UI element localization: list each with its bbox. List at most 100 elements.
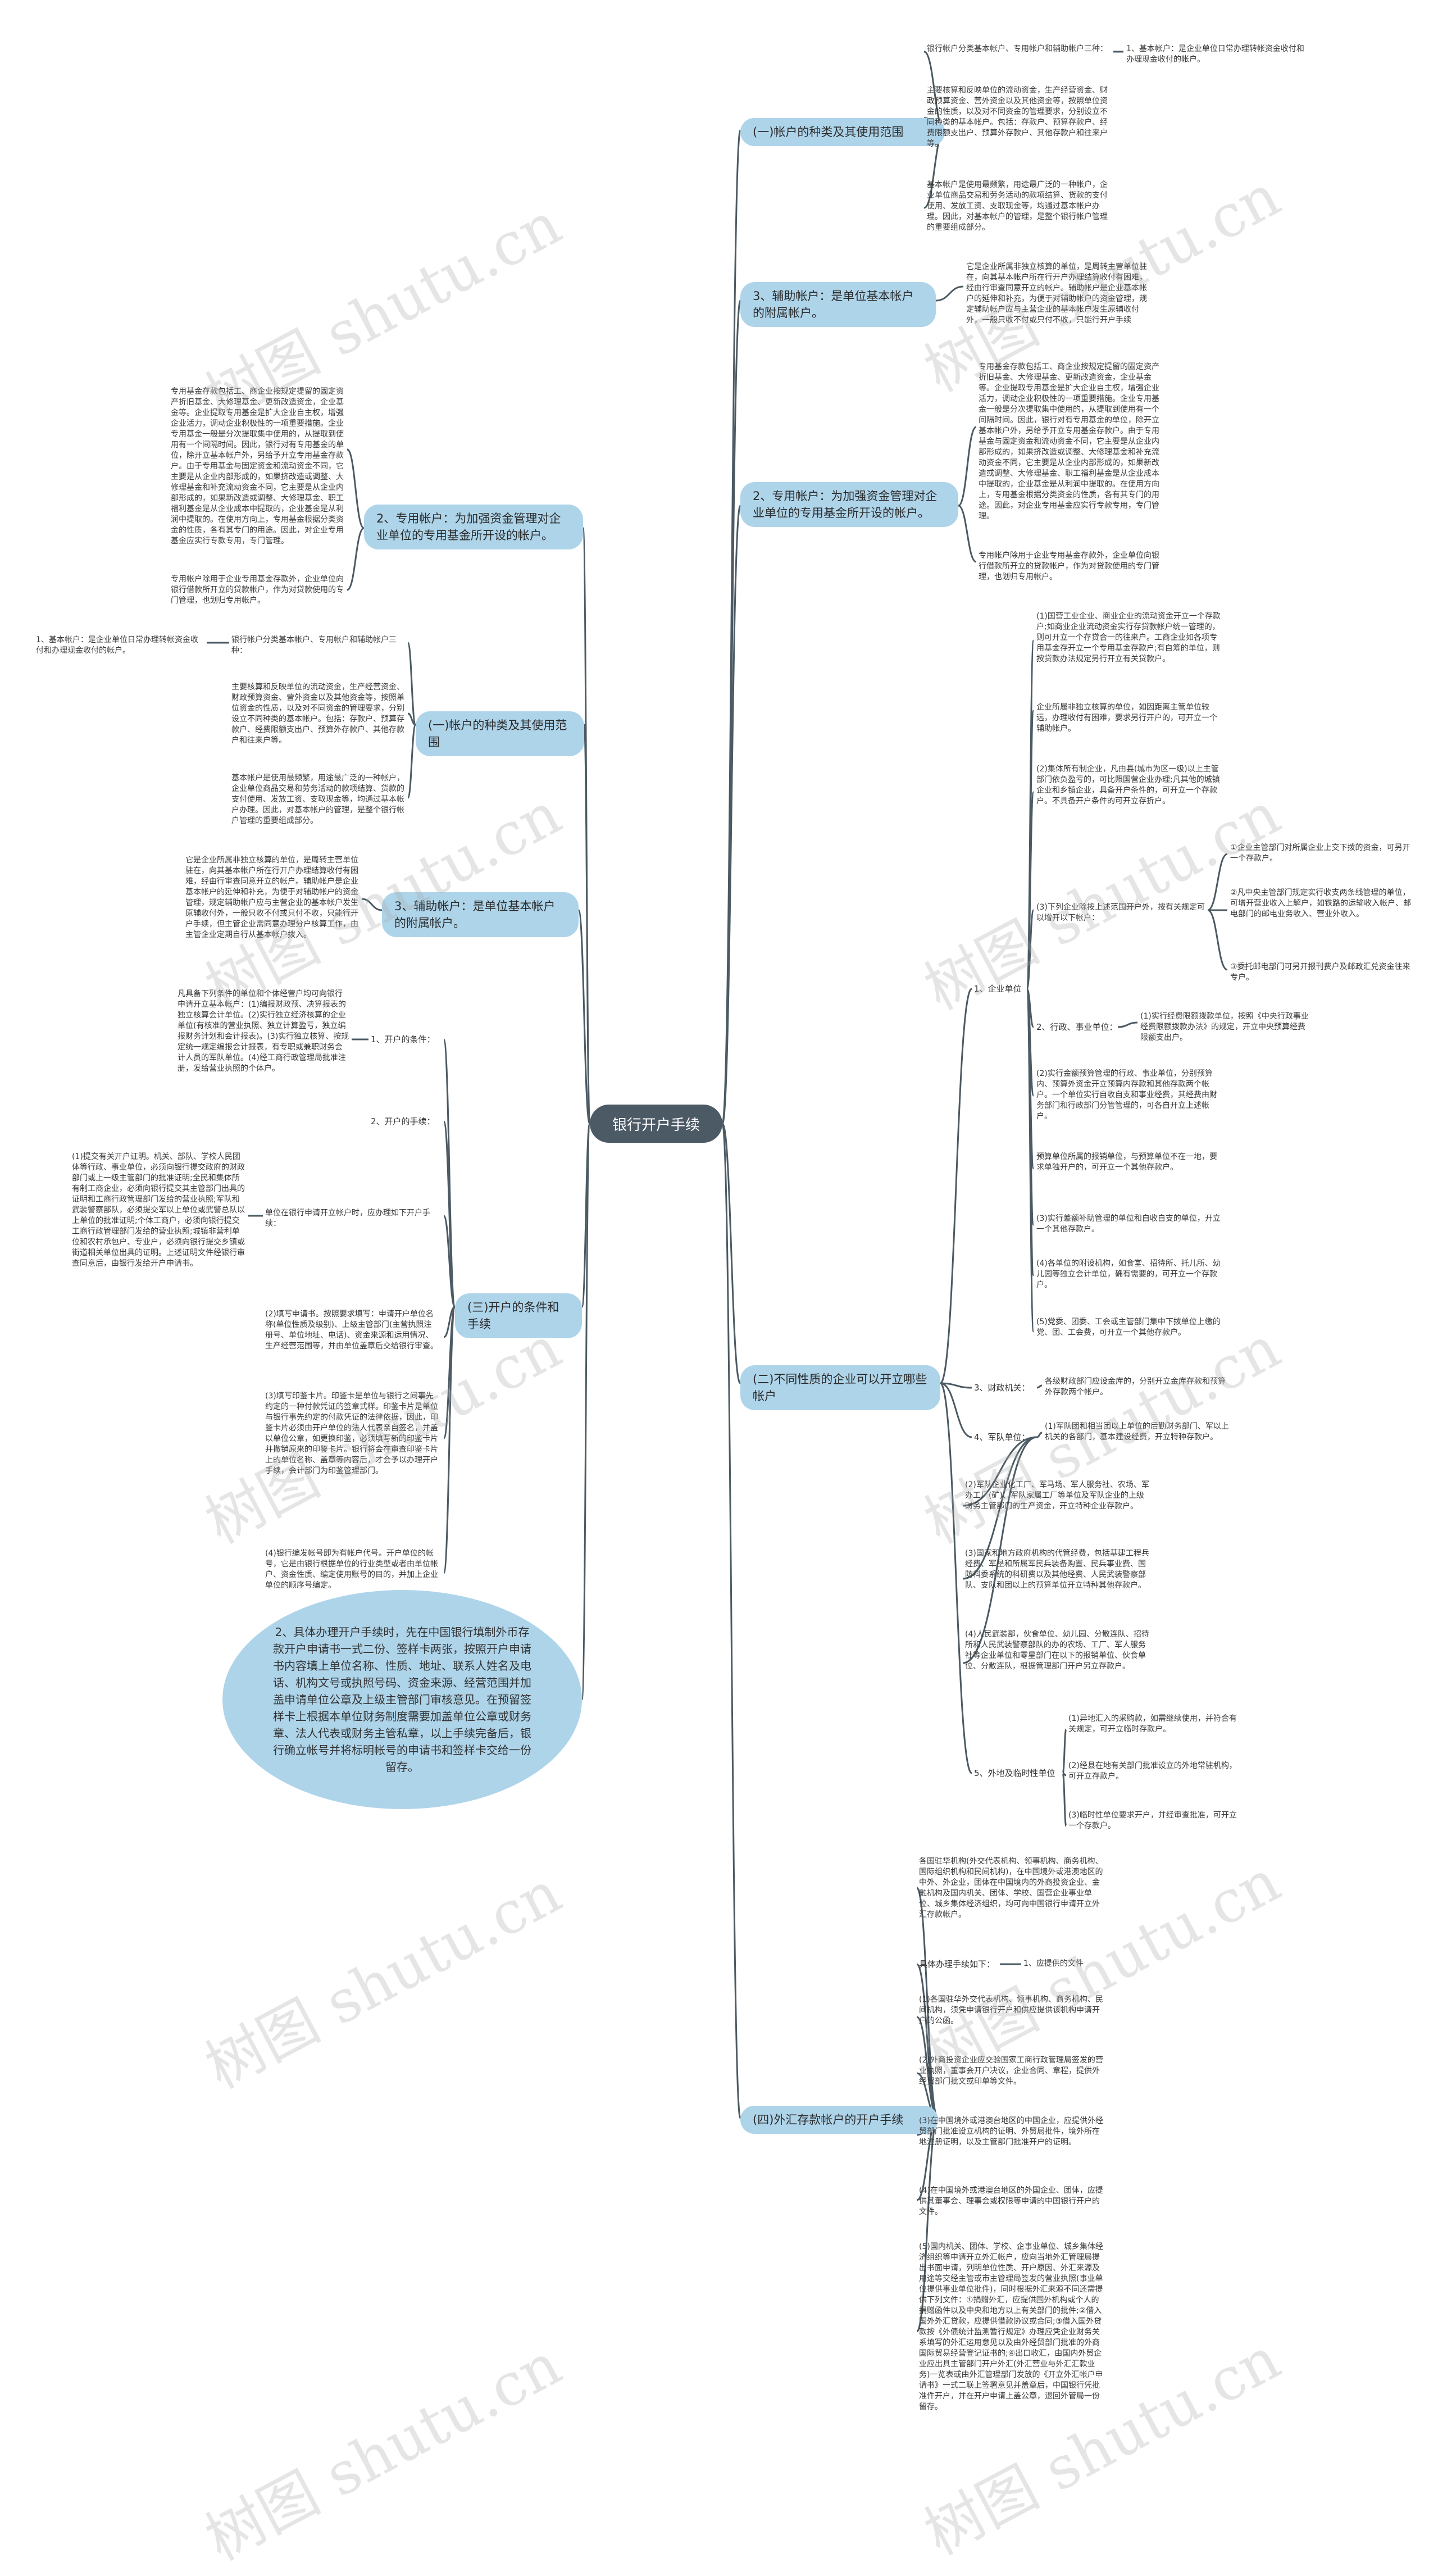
root-topic[interactable]: 银行开户手续 (590, 1105, 722, 1143)
enterprise-item-2: 企业所属非独立核算的单位，如因距离主管单位较远，办理收付有困难，要求另行开户的，… (1036, 703, 1217, 733)
left-note-special-loan: 专用帐户除用于企业专用基金存款外，企业单位向银行借款所开立的贷款帐户，作为对贷款… (171, 575, 344, 605)
procedure-item-3: (3)填写印鉴卡片。印鉴卡是单位与银行之间事先约定的一种付款凭证的签章式样。印鉴… (265, 1392, 438, 1475)
connector (958, 505, 977, 563)
enterprise-item-1: (1)国营工业企业、商业企业的流动资金开立一个存款户;如商业企业流动资金实行存贷… (1036, 612, 1221, 664)
forex-item-1: 各国驻华机构(外交代表机构、领事机构、商务机构、国际组织机构和民间机构)，在中国… (919, 1857, 1103, 1919)
connector (958, 426, 977, 507)
condition-label[interactable]: 1、开户的条件： (371, 1034, 435, 1044)
connector (1026, 988, 1035, 1333)
connector (1207, 909, 1228, 971)
enterprise-item-4: (3)下列企业除按上述范围开户外，按有关规定可以增开以下帐户： (1036, 903, 1205, 923)
connector (1062, 1772, 1067, 1827)
connector (962, 1436, 1037, 1664)
connector (1026, 909, 1035, 990)
connector (407, 642, 417, 726)
temporary-item-3: (3)临时性单位要求开户，并经审查批准，可开立一个存款户。 (1068, 1811, 1237, 1830)
note-basic-scope: 主要核算和反映单位的流动资金，生产经营资金、财政预算资金、营外资金以及其他资金等… (927, 86, 1108, 148)
forex-docs-label: 1、应提供的文件 (1023, 1959, 1084, 1968)
enterprise-item-4c: ③委托邮电部门可另开报刊费户及邮政汇兑资金往来专户。 (1230, 962, 1410, 982)
left-branch-account-types[interactable]: (一)帐户的种类及其使用范围 (416, 711, 584, 756)
forex-item-5: (3)在中国境外或港澳台地区的中国企业，应提供外经贸部门批准设立机构的证明、外贸… (919, 2116, 1103, 2147)
branch-forex-account[interactable]: (四)外汇存款帐户的开户手续 (740, 2106, 938, 2134)
enterprise-unit-label[interactable]: 1、企业单位 (974, 984, 1022, 994)
branch-special-account[interactable]: 2、专用帐户：为加强资金管理对企业单位的专用基金所开设的帐户。 (740, 482, 958, 527)
connector (939, 988, 973, 1384)
admin-item-6: (5)党委、团委、工会或主管部门集中下拨单位上缴的党、团、工会费，可开立一个其他… (1036, 1317, 1221, 1337)
forex-steps-label: 具体办理手续如下： (919, 1959, 995, 1969)
connector-root-l5 (581, 1123, 591, 1700)
military-item-3: (3)国家和地方政府机构的代管经费，包括基建工程兵经费、军垦和所属军民兵装备购置… (965, 1549, 1149, 1590)
military-item-2: (2)军队企业化工厂、军马场、军人服务社、农场、军办工厂(矿)、军队家属工厂等单… (965, 1480, 1149, 1511)
connector (962, 1436, 1037, 1507)
temporary-item-2: (2)经县在地有关部门批准设立的外地常驻机构，可开立存款户。 (1068, 1761, 1237, 1781)
connector (443, 1306, 456, 1574)
finance-item: 各级财政部门应设金库的，分别开立金库存款和预算外存款两个帐户。 (1045, 1377, 1226, 1397)
connector-root-r5 (721, 1123, 741, 2119)
temporary-unit-label[interactable]: 5、外地及临时性单位 (974, 1768, 1055, 1778)
left-note-basic-scope: 主要核算和反映单位的流动资金，生产经营资金、财政预算资金、营外资金以及其他资金等… (231, 683, 404, 745)
forex-item-6: (4)在中国境外或港澳台地区的外国企业、团体，应提供其董事会、理事会或权限等申请… (919, 2186, 1103, 2216)
connector (935, 285, 964, 302)
connector (1117, 1021, 1138, 1028)
procedure-intro: 单位在银行申请开立帐户时，应办理如下开户手续： (265, 1209, 430, 1228)
military-label[interactable]: 4、军队单位： (974, 1432, 1030, 1442)
connector (407, 724, 417, 799)
connector (1036, 1432, 1043, 1438)
enterprise-item-3: (2)集体所有制企业，凡由县(城市为区一级)以上主管部门依负盈亏的，可比照国营企… (1036, 765, 1220, 806)
connector (347, 448, 365, 529)
connector-root-r4 (721, 1123, 741, 1384)
procedure-item-4: (4)银行编发帐号即为有帐户代号。开户单位的帐号，它是由银行根据单位的行业类型或… (265, 1549, 438, 1590)
branch-auxiliary-account[interactable]: 3、辅助帐户：是单位基本帐户的附属帐户。 (740, 282, 936, 327)
forex-item-7: (5)国内机关、团体、学校、企事业单位、城乡集体经济组织等申请开立外汇帐户，应向… (919, 2242, 1103, 2411)
connector-lines (207, 51, 1228, 2333)
forex-opening-bubble[interactable]: 2、具体办理开户手续时，先在中国银行填制外币存款开户申请书一式二份、签样卡两张，… (222, 1590, 582, 1809)
procedure-label[interactable]: 2、开户的手续： (371, 1116, 435, 1126)
left-note-basic-usage: 基本帐户是使用最频繁，用途最广泛的一种帐户，企业单位商品交易和劳务活动的款项结算… (231, 774, 404, 825)
connector-root-r1 (721, 129, 741, 1125)
admin-item-2: (2)实行金额预算管理的行政、事业单位，分别预算内、预算外资金开立预算内存款和其… (1036, 1069, 1217, 1121)
connector (939, 1382, 973, 1774)
procedure-item-2: (2)填写申请书。按照要求填写：申请开户单位名称(单位性质及级别)、上级主管部门… (265, 1310, 438, 1351)
admin-unit-label[interactable]: 2、行政、事业单位： (1036, 1022, 1118, 1032)
left-note-basic-account: 1、基本帐户：是企业单位日常办理转帐资金收付和办理现金收付的帐户。 (36, 635, 198, 655)
temporary-item-1: (1)异地汇入的采购款，如需继续使用，并符合有关规定，可开立临时存款户。 (1068, 1714, 1237, 1734)
connector (361, 898, 383, 911)
enterprise-item-4b: ②凡中央主管部门规定实行收支两条线管理的单位，可增开营业收入上解户，如铁路的运输… (1230, 888, 1411, 919)
procedure-item-1: (1)提交有关开户证明。机关、部队、学校人民团体等行政、事业单位，必须向银行提交… (72, 1152, 245, 1268)
branch-account-types[interactable]: (一)帐户的种类及其使用范围 (740, 118, 945, 146)
connector (347, 527, 365, 591)
admin-item-4: (3)实行差额补助管理的单位和自收自支的单位，开立一个其他存款户。 (1036, 1214, 1221, 1234)
connector (443, 1215, 456, 1308)
left-note-auxiliary: 它是企业所属非独立核算的单位，是周转主营单位驻在，向其基本帐户所在行开户办理结算… (185, 856, 358, 939)
forex-item-3: (1)各国驻华外交代表机构、领事机构、商务机构、民间机构，须凭申请银行开户和供应… (919, 1995, 1103, 2025)
note-auxiliary: 它是企业所属非独立核算的单位，是周转主营单位驻在，向其基本帐户所在行开户办理结算… (966, 262, 1147, 325)
left-note-account-classes: 银行帐户分类基本帐户、专用帐户和辅助帐户三种： (231, 635, 397, 655)
connector-root-r2 (721, 299, 741, 1125)
connector-root-l2 (583, 724, 591, 1125)
connector (1207, 853, 1228, 911)
left-branch-special-account[interactable]: 2、专用帐户：为加强资金管理对企业单位的专用基金所开设的帐户。 (364, 505, 583, 549)
condition-text: 凡具备下列条件的单位和个体经营户均可向银行申请开立基本帐户：(1)编报财政预、决… (178, 989, 349, 1073)
admin-item-1: (1)实行经费限额拨款单位，按照《中央行政事业经费限额拨款办法》的规定，开立中央… (1140, 1012, 1309, 1042)
finance-label[interactable]: 3、财政机关： (974, 1383, 1030, 1393)
enterprise-item-4a: ①企业主管部门对所属企业上交下拨的资金，可另开一个存款户。 (1230, 843, 1410, 863)
note-account-classes: 银行帐户分类基本帐户、专用帐户和辅助帐户三种： (927, 44, 1108, 53)
note-basic-account: 1、基本帐户：是企业单位日常办理转帐资金收付和办理现金收付的帐户。 (1126, 44, 1304, 64)
admin-item-3: 预算单位所属的报销单位，与预算单位不在一地，要求单独开户的，可开立一个其他存款户… (1036, 1152, 1217, 1172)
military-item-4: (4)人民武装部，伙食单位、幼儿园、分散连队、招待所和人民武装警察部队的办的农场… (965, 1630, 1149, 1671)
connector (962, 1436, 1037, 1580)
left-branch-opening-conditions[interactable]: (三)开户的条件和手续 (455, 1293, 582, 1338)
left-branch-auxiliary-account[interactable]: 3、辅助帐户：是单位基本帐户的附属帐户。 (382, 892, 579, 937)
note-special-loan: 专用帐户除用于企业专用基金存款外，企业单位向银行借款所开立的贷款帐户，作为对贷款… (979, 551, 1159, 581)
note-basic-usage: 基本帐户是使用最频繁，用途最广泛的一种帐户，企业单位商品交易和劳务活动的款项结算… (927, 180, 1108, 232)
connector-root-l3 (577, 909, 591, 1125)
forex-item-4: (2)外商投资企业应交验国家工商行政管理局签发的营业执照，董事会开户决议，企业合… (919, 2056, 1103, 2086)
branch-enterprise-types[interactable]: (二)不同性质的企业可以开立哪些帐户 (740, 1365, 940, 1410)
connector (407, 712, 416, 726)
connector (940, 1382, 972, 1438)
note-special-fund: 专用基金存款包括工、商企业按规定提留的固定资产折旧基金、大修理基金、更新改造资金… (979, 362, 1159, 521)
connector-root-r3 (721, 505, 741, 1125)
connector (1036, 1384, 1043, 1389)
left-note-special-fund: 专用基金存款包括工、商企业按规定提留的固定资产折旧基金、大修理基金、更新改造资金… (171, 387, 344, 546)
connector (1062, 1728, 1067, 1774)
